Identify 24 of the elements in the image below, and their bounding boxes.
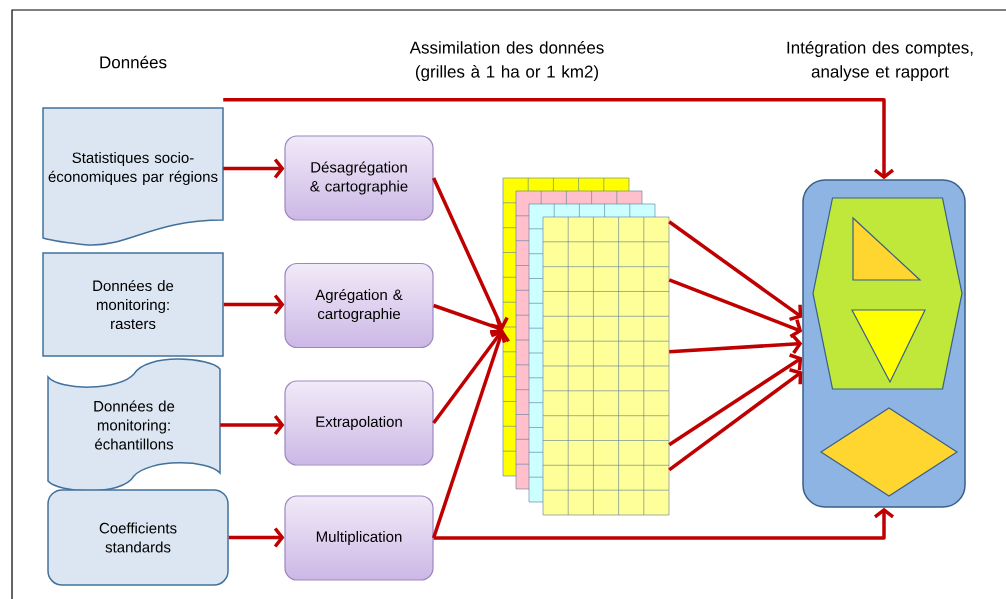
arrow: [223, 294, 285, 315]
data-box: Données de monitoring: rasters: [42, 252, 224, 357]
arrow: [223, 98, 895, 180]
arrow: [432, 329, 507, 425]
column-heading: Intégration des comptes, analyse et rapport: [787, 40, 973, 81]
column-heading: Données: [100, 55, 167, 69]
arrow: [668, 220, 803, 322]
arrow: [220, 414, 285, 436]
arrow: [669, 333, 803, 355]
arrow: [668, 278, 803, 339]
arrow: [433, 507, 895, 540]
grid-stack-drawing: [502, 177, 670, 516]
arrow: [668, 353, 803, 447]
arrow: [668, 368, 803, 472]
process-box: Multiplication: [284, 495, 434, 581]
column-heading: Assimilation des données (grilles à 1 ha or 1 km2): [409, 40, 604, 81]
process-box: Désagrégation & cartographie: [284, 135, 434, 221]
arrow: [432, 177, 509, 330]
arrow: [228, 527, 285, 548]
process-box: Agrégation & cartographie: [284, 262, 434, 349]
data-box: Coefficients standards: [47, 489, 229, 586]
arrow: [431, 329, 510, 539]
process-box: Extrapolation: [284, 380, 434, 466]
arrow: [223, 158, 285, 179]
